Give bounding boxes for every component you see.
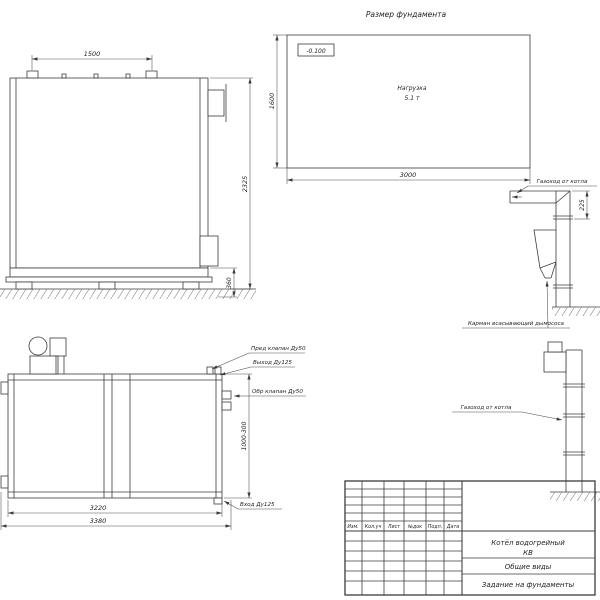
duct-view-upper: Газоход от котла 225 Карман всасывающий … <box>462 179 600 329</box>
top-nozzle <box>206 366 214 375</box>
tb-header-koluch: Кол.уч <box>365 524 382 530</box>
label-inlet: Вход Ду125 <box>240 502 275 508</box>
left-flange <box>0 381 9 395</box>
pump-motor <box>28 336 48 356</box>
label-safety-valve: Пред клапан Ду50 <box>251 346 306 352</box>
duct-upper-label: Газоход от котла <box>537 179 588 185</box>
tb-header-list: Лист <box>387 524 400 530</box>
left-flange <box>0 475 9 489</box>
tb-header-data: Дата <box>446 524 459 530</box>
boiler-side-view: 1500 2325 360 <box>0 50 256 299</box>
label-check-valve: Обр клапан Ду50 <box>252 389 303 395</box>
title-block-border <box>344 480 596 596</box>
flue-stub <box>207 89 225 117</box>
dim-360: 360 <box>226 277 233 289</box>
foundation-title: Размер фундамента <box>366 10 447 19</box>
inlet-nozzle <box>213 497 223 505</box>
tb-product-line2: КВ <box>523 549 533 557</box>
tb-header-podp: Подп. <box>428 524 443 530</box>
elevation-box <box>297 43 335 57</box>
duct-transition <box>543 351 567 373</box>
foundation-load-label: Нагрузка <box>397 85 427 92</box>
label-outlet: Выход Ду125 <box>253 360 292 366</box>
pump-body <box>49 337 67 357</box>
base-frame <box>9 267 209 278</box>
suction-pocket <box>533 229 557 269</box>
dim-3220: 3220 <box>90 504 107 512</box>
lifting-lug <box>145 70 158 79</box>
dim-3380: 3380 <box>90 517 107 525</box>
dim-2325: 2325 <box>241 176 249 193</box>
lifting-lug <box>26 70 39 79</box>
duct-view-lower: Газоход от котла <box>452 341 600 501</box>
burner-box <box>199 235 219 267</box>
dim-1600: 1600 <box>268 93 276 110</box>
tb-header-izm: Изм. <box>347 524 358 530</box>
duct-lower-label: Газоход от котла <box>461 405 512 411</box>
dim-3000: 3000 <box>400 171 417 179</box>
tb-doc-type: Общие виды <box>505 563 552 571</box>
plan-outline <box>7 373 223 499</box>
dim-1500: 1500 <box>84 50 101 58</box>
foundation-load-value: 5.1 т <box>405 95 420 102</box>
tb-product-line1: Котёл водогрейный <box>491 539 565 547</box>
duct-upper-pocket-label: Карман всасывающий дымососа <box>468 321 565 327</box>
title-block: Изм. Кол.уч Лист №док Подп. Дата Котёл в… <box>344 480 596 596</box>
tb-doc-name: Задание на фундаменты <box>482 581 575 589</box>
boiler-body <box>9 77 209 269</box>
tb-header-ndok: №док <box>407 524 422 530</box>
check-valve-fitting <box>221 390 232 400</box>
foundation-plan: Размер фундамента -0.100 Нагрузка 5.1 т … <box>268 10 531 184</box>
ground-hatch <box>0 289 256 299</box>
dim-1000-300: 1000-300 <box>241 421 248 450</box>
dim-225: 225 <box>579 199 586 211</box>
foundation-outline <box>286 34 531 169</box>
boiler-plan-view: Пред клапан Ду50 Выход Ду125 Обр клапан … <box>0 336 306 530</box>
foundation-elevation: -0.100 <box>306 48 326 55</box>
top-nozzle <box>214 366 222 375</box>
